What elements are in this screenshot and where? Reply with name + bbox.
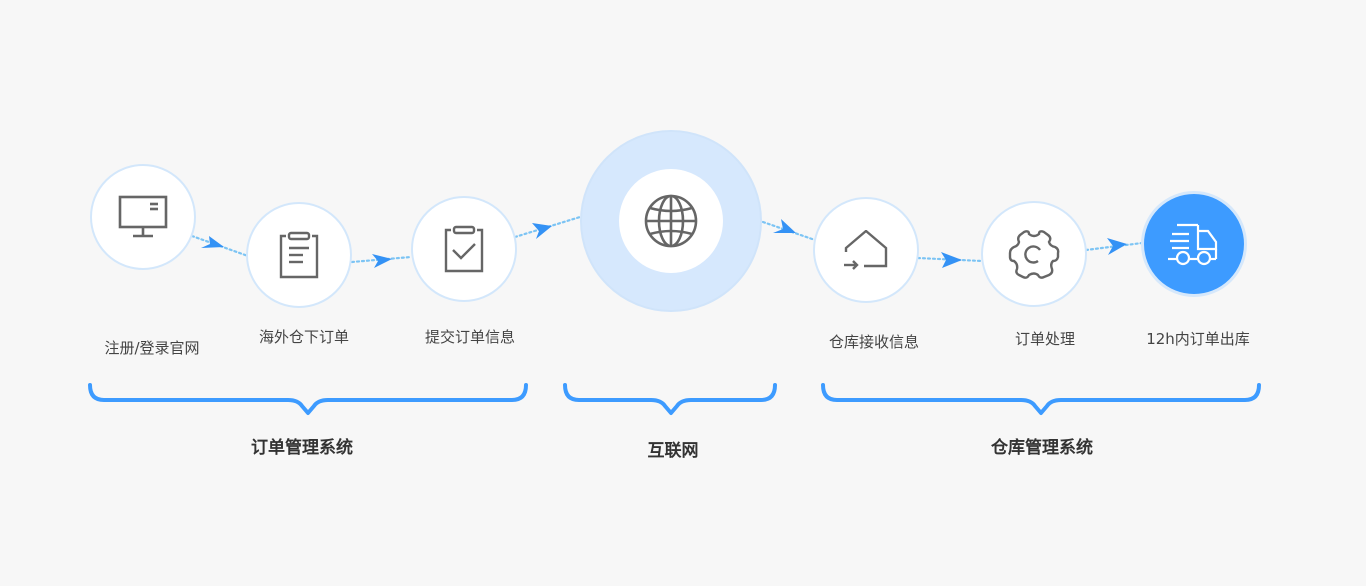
gear-icon (1008, 230, 1060, 279)
group-label-order-system: 订单管理系统 (251, 438, 353, 458)
step-receive-info-circle[interactable] (813, 197, 919, 303)
clipboard-icon (279, 231, 319, 279)
globe-icon (644, 194, 698, 248)
step-label-submit-info: 提交订单信息 (424, 328, 516, 346)
step-process-order-circle[interactable] (981, 201, 1087, 307)
arrow-head-icon (372, 254, 392, 268)
group-label-internet: 互联网 (647, 441, 699, 461)
brace-internet (563, 383, 777, 415)
clipboard-check-icon (444, 225, 484, 273)
internet-hub-ring (580, 130, 762, 312)
step-place-order-circle[interactable] (246, 202, 352, 308)
arrow-head-icon (773, 219, 796, 233)
monitor-icon (118, 195, 168, 238)
arrow-head-icon (532, 223, 552, 239)
internet-hub-circle[interactable] (619, 169, 723, 273)
brace-warehouse-system (821, 383, 1261, 415)
step-label-process-order: 订单处理 (1014, 330, 1076, 348)
house-inbound-icon (844, 230, 888, 270)
step-register-circle[interactable] (90, 164, 196, 270)
step-label-ship-out: 12h内订单出库 (1146, 330, 1250, 348)
arrow-head-icon (201, 236, 224, 248)
delivery-truck-icon (1168, 223, 1218, 266)
step-label-place-order: 海外仓下订单 (258, 328, 350, 346)
arrow-head-icon (941, 252, 962, 268)
step-label-receive-info: 仓库接收信息 (828, 333, 920, 351)
arrow-head-icon (1107, 238, 1127, 255)
brace-order-system (88, 383, 528, 415)
step-label-register: 注册/登录官网 (104, 339, 200, 357)
step-submit-info-circle[interactable] (411, 196, 517, 302)
group-label-warehouse-system: 仓库管理系统 (991, 438, 1093, 458)
step-ship-out-circle[interactable] (1141, 191, 1247, 297)
